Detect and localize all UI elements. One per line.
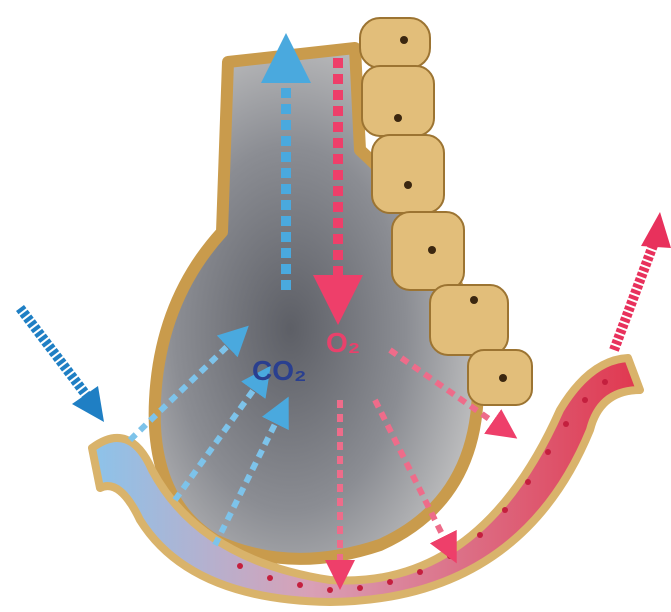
arrow-up-right-icon bbox=[614, 240, 655, 350]
outflow-arrowhead bbox=[641, 212, 671, 248]
o2-label: O₂ bbox=[326, 327, 360, 358]
arrow-down-right-icon bbox=[20, 308, 90, 400]
inflow-arrowhead bbox=[72, 386, 104, 422]
co2-label: CO₂ bbox=[252, 355, 306, 386]
